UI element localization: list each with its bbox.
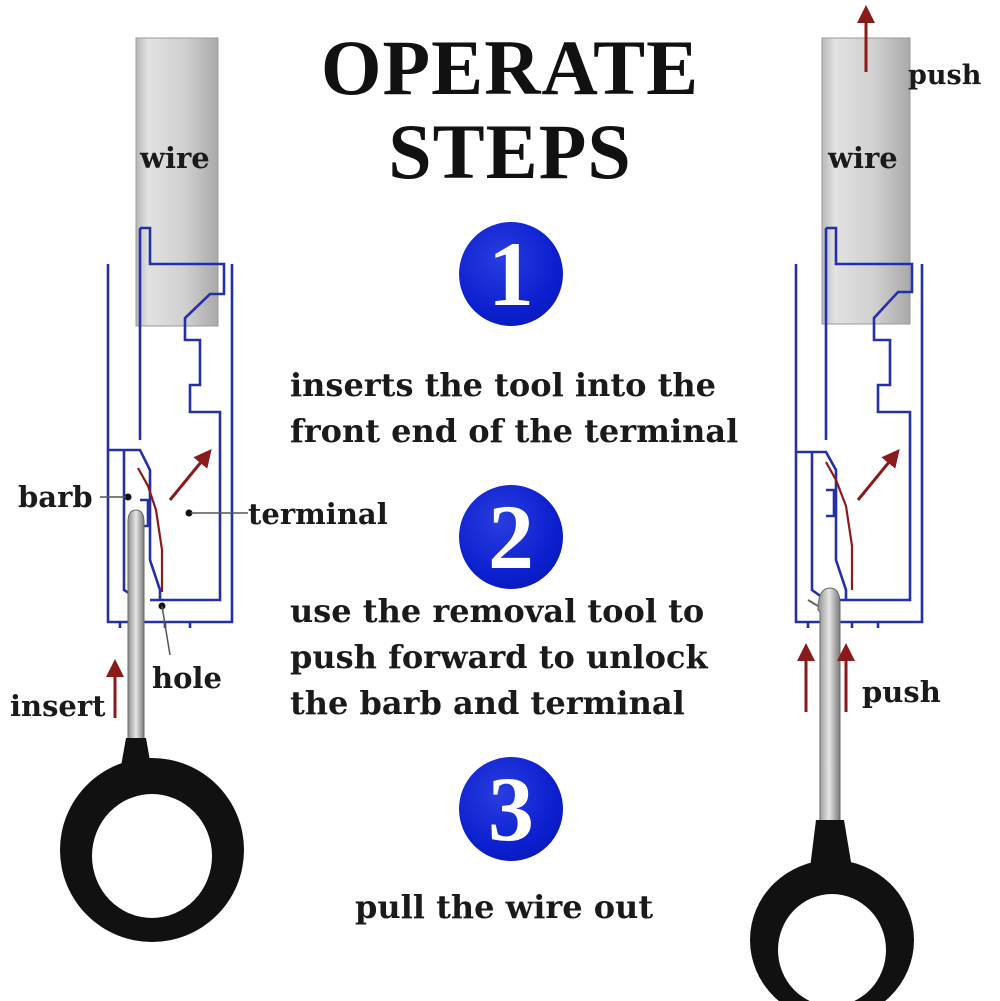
step-1-line-2: front end of the terminal: [290, 412, 739, 450]
right-connector-diagram: [750, 5, 924, 1001]
step-2-text: use the removal tool to push forward to …: [290, 588, 810, 726]
step-1-text: inserts the tool into the front end of t…: [290, 362, 810, 454]
barb-pointer-dot: [124, 493, 132, 501]
right-arrow-diagonal: [856, 449, 900, 501]
right-tool-hook: [807, 599, 819, 607]
step-2-line-3: the barb and terminal: [290, 684, 685, 722]
step-2-line-1: use the removal tool to: [290, 592, 705, 630]
left-terminal-spring: [137, 467, 164, 592]
terminal-label: terminal: [248, 497, 388, 531]
step-1-line-1: inserts the tool into the: [290, 366, 716, 404]
left-tool-ring-hole: [92, 794, 212, 918]
push-top-label: push: [908, 60, 982, 91]
right-tool-ring-hole: [778, 894, 886, 1001]
push-bottom-label: push: [862, 675, 941, 709]
step-1-badge: 1: [459, 222, 563, 326]
step-3-badge: 3: [459, 757, 563, 861]
insert-label: insert: [10, 689, 106, 723]
title-line-1: OPERATE: [320, 24, 700, 111]
title-line-2: STEPS: [388, 108, 632, 195]
terminal-pointer-dot: [185, 509, 193, 517]
right-tool-neck: [810, 820, 852, 868]
right-wire-label: wire: [828, 141, 898, 175]
right-wire: [821, 37, 911, 325]
left-tool-pin: [127, 509, 145, 746]
right-housing-outline: [794, 226, 924, 628]
step-3-line-1: pull the wire out: [355, 888, 654, 926]
right-terminal-spring: [825, 461, 854, 590]
hole-pointer-line: [161, 605, 171, 656]
step-2-badge: 2: [459, 485, 563, 589]
hole-label: hole: [152, 661, 222, 695]
left-connector-diagram: [60, 37, 248, 942]
right-tool-pin: [817, 587, 841, 829]
left-arrow-diagonal: [168, 449, 212, 501]
step-2-line-2: push forward to unlock: [290, 638, 708, 676]
barb-label: barb: [18, 480, 93, 514]
left-wire: [135, 37, 219, 327]
left-wire-label: wire: [140, 141, 210, 175]
step-3-text: pull the wire out: [355, 884, 715, 930]
